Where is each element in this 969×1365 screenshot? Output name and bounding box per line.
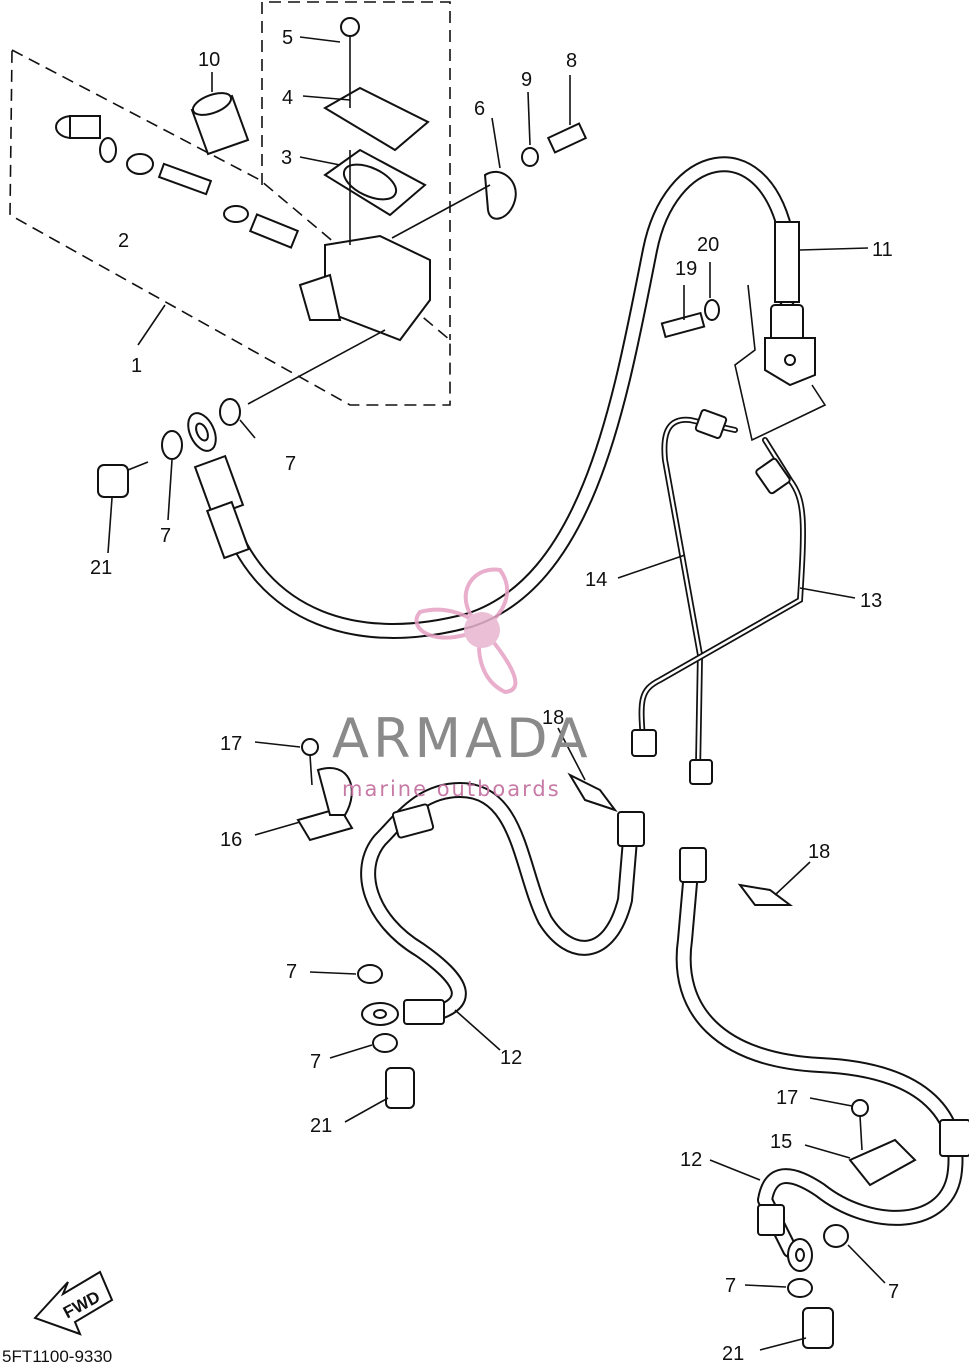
callout-16: 16 [220, 829, 242, 851]
callout-labels: 1 2 3 4 5 6 7 7 7 7 7 7 8 9 10 11 12 12 … [90, 27, 899, 1365]
callout-11: 11 [872, 239, 893, 261]
callout-3: 3 [281, 147, 292, 169]
watermark-tagline: marine outboards [342, 777, 561, 801]
callout-7: 7 [286, 961, 297, 983]
callout-15: 15 [770, 1131, 792, 1153]
propeller-blade [414, 607, 486, 640]
leader-lines [107, 36, 886, 1351]
callout-2: 2 [118, 230, 129, 252]
callout-7: 7 [725, 1275, 736, 1297]
brake-pipe-13 [631, 409, 806, 757]
callout-7: 7 [285, 453, 296, 475]
hose-11 [217, 156, 816, 639]
callout-17: 17 [220, 733, 242, 755]
callout-6: 6 [474, 98, 485, 120]
callout-21: 21 [310, 1115, 332, 1137]
master-cylinder-assembly-boundary [9, 1, 451, 406]
propeller-blade [463, 567, 510, 631]
propeller-hub [464, 612, 500, 648]
callout-20: 20 [697, 234, 719, 256]
callout-14: 14 [585, 569, 607, 591]
callout-10: 10 [198, 49, 220, 71]
callout-17: 17 [776, 1087, 798, 1109]
callout-4: 4 [282, 87, 293, 109]
fwd-arrow: FWD [33, 1270, 114, 1336]
callout-5: 5 [282, 27, 293, 49]
callout-13: 13 [860, 590, 882, 612]
callout-18: 18 [808, 841, 830, 863]
callout-21: 21 [722, 1343, 744, 1365]
callout-21: 21 [90, 557, 112, 579]
callout-7: 7 [160, 525, 171, 547]
callout-12: 12 [680, 1149, 702, 1171]
callout-7: 7 [310, 1051, 321, 1073]
hose-upper-end [187, 412, 251, 560]
callout-18: 18 [542, 707, 564, 729]
callout-12: 12 [500, 1047, 522, 1069]
brake-pipe-14 [661, 416, 738, 785]
hose-12-left [360, 782, 645, 1026]
callout-9: 9 [521, 69, 532, 91]
hose-12-right [675, 847, 969, 1272]
watermark-brand: ARMADA [332, 707, 592, 770]
callout-19: 19 [675, 258, 697, 280]
armada-logo [414, 567, 518, 695]
master-cylinder-parts [55, 17, 720, 498]
callout-1: 1 [131, 355, 142, 377]
lower-fittings [296, 738, 917, 1349]
callout-8: 8 [566, 50, 577, 72]
diagram-code: 5FT1100-9330 [2, 1347, 112, 1365]
callout-7: 7 [888, 1281, 899, 1303]
propeller-blade [477, 623, 518, 695]
